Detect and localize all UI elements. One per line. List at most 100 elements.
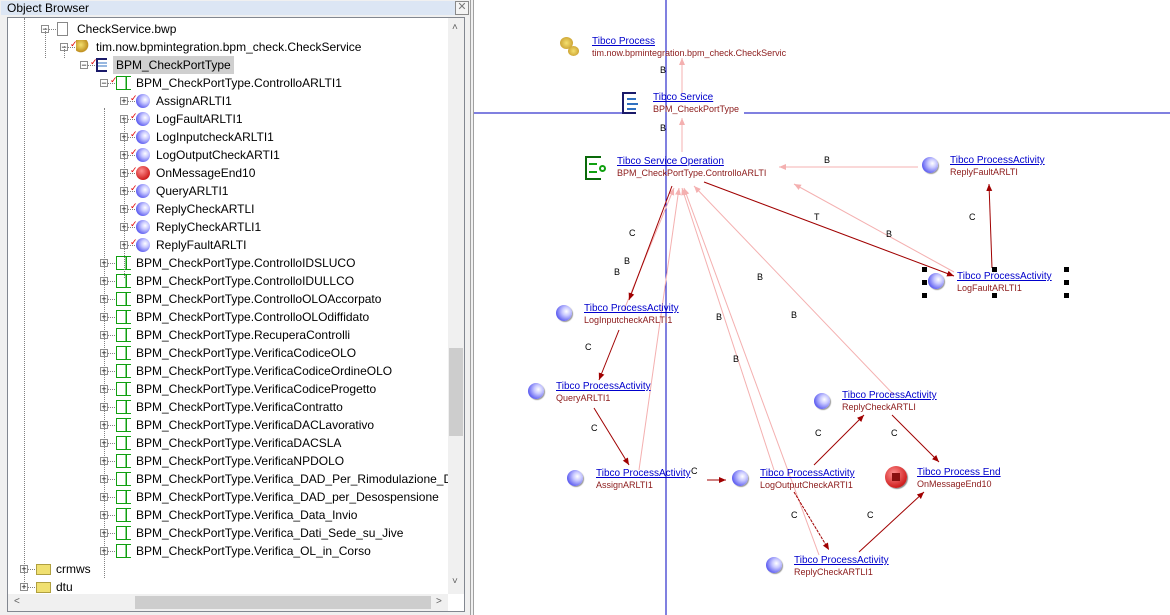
tree-node-label[interactable]: BPM_CheckPortType.Verifica_OL_in_Corso [136,544,371,558]
selection-handle[interactable] [1064,293,1069,298]
node-query-title[interactable]: Tibco ProcessActivity [556,381,651,392]
selection-handle[interactable] [922,267,927,272]
node-log-fault-title[interactable]: Tibco ProcessActivity [957,271,1052,282]
node-service-title[interactable]: Tibco Service [653,92,714,103]
vertical-scrollbar[interactable]: ˄ ˅ [448,18,464,594]
tree-node[interactable]: +BPM_CheckPortType.Verifica_DAD_Per_Rimo… [8,470,448,488]
node-reply-check1-title[interactable]: Tibco ProcessActivity [794,555,889,566]
tree-node[interactable]: +✓QueryARLTI1 [8,182,448,200]
process-diagram-canvas[interactable]: Tibco Process tim.now.bpmintegration.bpm… [473,0,1170,615]
tree-node[interactable]: +✓ReplyCheckARTLI [8,200,448,218]
tree-node-label[interactable]: BPM_CheckPortType.ControlloARLTI1 [136,76,342,90]
tree-node-label[interactable]: BPM_CheckPortType.VerificaCodiceOLO [136,346,357,360]
tree-node[interactable]: +BPM_CheckPortType.ControlloOLOdiffidato [8,308,448,326]
tree-node[interactable]: +BPM_CheckPortType.VerificaCodiceOrdineO… [8,362,448,380]
tree-node-label[interactable]: dtu [56,580,73,594]
tree-node-label[interactable]: BPM_CheckPortType.Verifica_DAD_per_Desos… [136,490,439,504]
activity-icon[interactable] [922,157,938,173]
selection-handle[interactable] [992,293,997,298]
tree-node-label[interactable]: BPM_CheckPortType.ControlloOLOAccorpato [136,292,382,306]
node-process-title[interactable]: Tibco Process [592,36,655,47]
tree-node-label[interactable]: AssignARLTI1 [156,94,232,108]
node-reply-check-title[interactable]: Tibco ProcessActivity [842,390,937,401]
activity-icon[interactable] [814,393,830,409]
tree-node-label[interactable]: BPM_CheckPortType.Verifica_Dati_Sede_su_… [136,526,404,540]
tree-node[interactable]: +✓OnMessageEnd10 [8,164,448,182]
tree-node[interactable]: +✓ReplyFaultARLTI [8,236,448,254]
node-process-end-title[interactable]: Tibco Process End [917,467,1001,478]
tree-node[interactable]: −✓tim.now.bpmintegration.bpm_check.Check… [8,38,448,56]
tree-node[interactable]: +BPM_CheckPortType.Verifica_OL_in_Corso [8,542,448,560]
tree-node-label[interactable]: BPM_CheckPortType.VerificaNPDOLO [136,454,345,468]
tree-node-label[interactable]: BPM_CheckPortType.VerificaDACSLA [136,436,342,450]
tree-node-label[interactable]: LogInputcheckARLTI1 [156,130,274,144]
tree-node-label[interactable]: BPM_CheckPortType.ControlloIDULLCO [136,274,355,288]
tree-node[interactable]: +✓LogInputcheckARLTI1 [8,128,448,146]
tree-node-label[interactable]: BPM_CheckPortType.ControlloOLOdiffidato [136,310,370,324]
tree-node-label[interactable]: BPM_CheckPortType.RecuperaControlli [136,328,351,342]
node-log-output-title[interactable]: Tibco ProcessActivity [760,468,855,479]
tree-node[interactable]: +BPM_CheckPortType.VerificaCodiceProgett… [8,380,448,398]
activity-icon[interactable] [528,383,544,399]
tree-node-label[interactable]: BPM_CheckPortType.VerificaDACLavorativo [136,418,375,432]
tree-node-label[interactable]: OnMessageEnd10 [156,166,256,180]
tree-view[interactable]: − CheckService.bwp −✓tim.now.bpmintegratio… [7,17,465,612]
tree-node[interactable]: +BPM_CheckPortType.ControlloOLOAccorpato [8,290,448,308]
node-log-input-title[interactable]: Tibco ProcessActivity [584,303,679,314]
tree-node[interactable]: −✓BPM_CheckPortType [8,56,448,74]
tree-node[interactable]: +BPM_CheckPortType.Verifica_Data_Invio [8,506,448,524]
tree-node-label[interactable]: LogFaultARLTI1 [156,112,243,126]
scroll-down-icon[interactable]: ˅ [452,576,458,587]
tree-node-label[interactable]: ReplyCheckARTLI1 [156,220,262,234]
collapse-icon[interactable]: − [100,78,108,88]
tibco-service-icon[interactable] [622,92,638,114]
activity-icon[interactable] [928,273,944,289]
tree-node-label[interactable]: BPM_CheckPortType.VerificaContratto [136,400,343,414]
tree-node[interactable]: +BPM_CheckPortType.VerificaDACLavorativo [8,416,448,434]
tree-node[interactable]: +BPM_CheckPortType.RecuperaControlli [8,326,448,344]
tree-node-label[interactable]: LogOutputCheckARTI1 [156,148,280,162]
activity-icon[interactable] [567,470,583,486]
close-icon[interactable]: ✕ [455,1,469,15]
tree-node-label[interactable]: BPM_CheckPortType.ControlloIDSLUCO [136,256,356,270]
collapse-icon[interactable]: − [80,60,88,70]
tree-node[interactable]: +BPM_CheckPortType.ControlloIDULLCO [8,272,448,290]
tree-node-label[interactable]: BPM_CheckPortType.Verifica_DAD_Per_Rimod… [136,472,448,486]
tree-folder[interactable]: +crmws [8,560,448,578]
tree-node-label[interactable]: crmws [56,562,91,576]
tree-node[interactable]: +BPM_CheckPortType.Verifica_DAD_per_Deso… [8,488,448,506]
tree-node-label[interactable]: BPM_CheckPortType.VerificaCodiceOrdineOL… [136,364,393,378]
horizontal-scroll-thumb[interactable] [135,596,431,609]
tree-node[interactable]: +✓AssignARLTI1 [8,92,448,110]
selection-handle[interactable] [992,267,997,272]
tree-node-label[interactable]: CheckService.bwp [77,22,177,36]
tree-node[interactable]: −✓BPM_CheckPortType.ControlloARLTI1 [8,74,448,92]
horizontal-scrollbar[interactable]: < > [8,594,448,611]
node-operation-title[interactable]: Tibco Service Operation [617,156,724,167]
node-reply-fault-title[interactable]: Tibco ProcessActivity [950,155,1045,166]
scroll-up-icon[interactable]: ˄ [452,22,458,33]
tree-node-label[interactable]: ReplyFaultARLTI [156,238,247,252]
selection-handle[interactable] [1064,280,1069,285]
tibco-process-icon[interactable] [560,37,582,59]
tree-node[interactable]: +BPM_CheckPortType.VerificaDACSLA [8,434,448,452]
tree-node[interactable]: +✓ReplyCheckARTLI1 [8,218,448,236]
tree-folder[interactable]: +dtu [8,578,448,594]
activity-icon[interactable] [732,470,748,486]
tree-node[interactable]: +✓LogOutputCheckARTI1 [8,146,448,164]
selection-handle[interactable] [1064,267,1069,272]
activity-icon[interactable] [766,557,782,573]
vertical-scroll-thumb[interactable] [449,348,463,436]
tree-node[interactable]: +BPM_CheckPortType.Verifica_Dati_Sede_su… [8,524,448,542]
node-assign-title[interactable]: Tibco ProcessActivity [596,468,691,479]
expand-icon[interactable]: + [120,96,128,106]
scroll-left-icon[interactable]: < [14,596,20,607]
selection-handle[interactable] [922,293,927,298]
activity-icon[interactable] [556,305,572,321]
selection-handle[interactable] [922,280,927,285]
tree-node-label[interactable]: ReplyCheckARTLI [156,202,255,216]
tree-node-label[interactable]: tim.now.bpmintegration.bpm_check.CheckSe… [96,40,362,54]
tree-node-label[interactable]: BPM_CheckPortType.VerificaCodiceProgetto [136,382,377,396]
scroll-right-icon[interactable]: > [436,596,442,607]
tree-node-label[interactable]: BPM_CheckPortType.Verifica_Data_Invio [136,508,358,522]
